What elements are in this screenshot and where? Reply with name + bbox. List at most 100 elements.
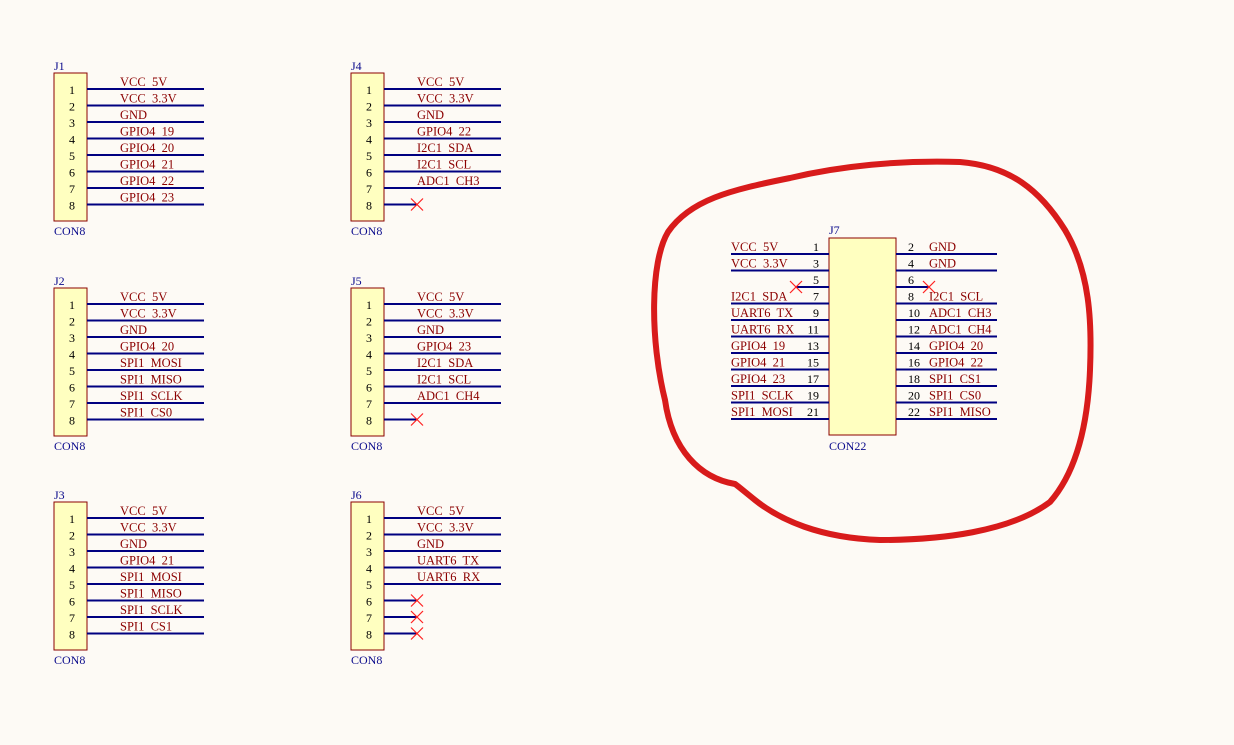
connector-body [350, 287, 385, 437]
pin-number: 4 [69, 562, 75, 576]
net-label: SPI1 MISO [120, 373, 182, 387]
pin-number: 1 [69, 298, 75, 312]
net-label: I2C1 SCL [417, 373, 471, 387]
net-label: I2C1 SDA [417, 356, 473, 370]
pin-number: 6 [69, 166, 75, 180]
pin-number: 1 [366, 298, 372, 312]
pin-number: 3 [366, 545, 372, 559]
net-label: UART6 TX [731, 306, 793, 320]
net-label: VCC 3.3V [120, 307, 177, 321]
net-label: SPI1 MISO [929, 405, 991, 419]
net-label: GND [120, 537, 147, 551]
connector-body [828, 237, 897, 436]
net-label: VCC 5V [417, 75, 464, 89]
net-label: GPIO4 23 [417, 340, 471, 354]
net-label: SPI1 SCLK [731, 389, 794, 403]
pin-number: 9 [813, 306, 819, 320]
pin-number: 5 [69, 149, 75, 163]
net-label: VCC 5V [731, 240, 778, 254]
pin-number: 17 [807, 372, 819, 386]
net-label: VCC 3.3V [120, 521, 177, 535]
net-label: SPI1 CS1 [929, 372, 981, 386]
pin-number: 8 [69, 414, 75, 428]
net-label: GPIO4 23 [120, 191, 174, 205]
net-label: GPIO4 22 [929, 356, 983, 370]
pin-number: 7 [366, 611, 372, 625]
pin-number: 5 [813, 273, 819, 287]
connector-body [53, 501, 88, 651]
pin-number: 2 [69, 100, 75, 114]
pin-number: 21 [807, 405, 819, 419]
no-connect-icon [410, 198, 424, 211]
net-label: GND [120, 108, 147, 122]
net-label: VCC 5V [120, 290, 167, 304]
net-label: GPIO4 20 [929, 339, 983, 353]
net-label: SPI1 MOSI [731, 405, 793, 419]
net-label: VCC 3.3V [417, 92, 474, 106]
pin-number: 16 [908, 356, 920, 370]
net-label: GND [417, 537, 444, 551]
net-label: SPI1 CS0 [929, 389, 981, 403]
no-connect-icon [789, 280, 803, 294]
pin-number: 5 [69, 364, 75, 378]
pin-number: 7 [69, 611, 75, 625]
net-label: VCC 5V [417, 290, 464, 304]
pin-number: 22 [908, 405, 920, 419]
pin-number: 4 [366, 562, 372, 576]
designator-label: J6 [351, 488, 362, 502]
designator-label: J1 [54, 59, 65, 73]
pin-number: 8 [366, 414, 372, 428]
value-label: CON8 [351, 439, 382, 453]
pin-number: 7 [366, 397, 372, 411]
pin-number: 7 [69, 397, 75, 411]
value-label: CON8 [351, 224, 382, 238]
net-label: ADC1 CH4 [417, 389, 480, 403]
pin-number: 13 [807, 339, 819, 353]
no-connect-icon [410, 413, 424, 426]
net-label: VCC 5V [417, 504, 464, 518]
pin-number: 2 [69, 315, 75, 329]
net-label: GND [417, 323, 444, 337]
pin-number: 6 [366, 595, 372, 609]
designator-label: J5 [351, 274, 362, 288]
pin-number: 8 [69, 199, 75, 213]
pin-number: 7 [366, 182, 372, 196]
pin-number: 3 [813, 257, 819, 271]
pin-number: 4 [366, 348, 372, 362]
no-connect-icon [410, 594, 424, 607]
pin-number: 3 [69, 116, 75, 130]
net-label: SPI1 MOSI [120, 570, 182, 584]
pin-number: 2 [908, 240, 914, 254]
pin-number: 7 [813, 290, 819, 304]
net-label: GND [929, 240, 956, 254]
pin-number: 6 [69, 595, 75, 609]
net-label: GPIO4 19 [120, 125, 174, 139]
pin-number: 8 [908, 290, 914, 304]
net-label: GPIO4 22 [417, 125, 471, 139]
pin-number: 3 [69, 331, 75, 345]
connector-body [350, 501, 385, 651]
pin-number: 8 [69, 628, 75, 642]
net-label: UART6 RX [417, 570, 480, 584]
net-label: ADC1 CH3 [417, 174, 480, 188]
pin-number: 6 [366, 381, 372, 395]
no-connect-icon [410, 610, 424, 624]
net-label: GND [929, 257, 956, 271]
net-label: SPI1 CS1 [120, 620, 172, 634]
pin-number: 2 [366, 100, 372, 114]
net-label: GPIO4 21 [120, 554, 174, 568]
net-label: GPIO4 20 [120, 340, 174, 354]
pin-number: 4 [908, 257, 914, 271]
pin-number: 4 [69, 133, 75, 147]
pin-number: 1 [69, 83, 75, 97]
designator-label: J4 [351, 59, 362, 73]
designator-label: J3 [54, 488, 65, 502]
